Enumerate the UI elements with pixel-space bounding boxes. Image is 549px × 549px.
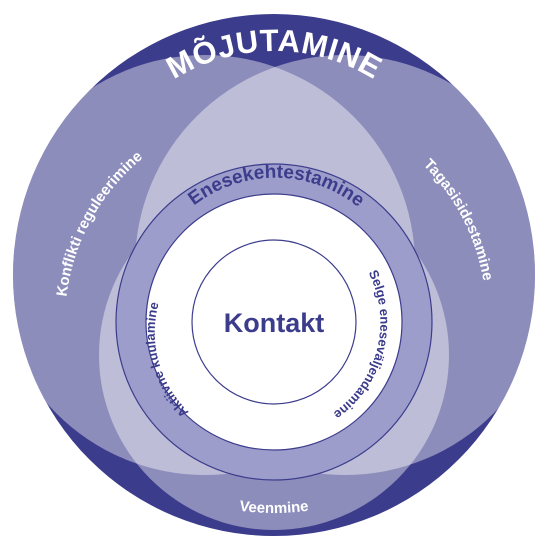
center-label: Kontakt	[224, 308, 325, 338]
bottom-lobe-label: Veenmine	[239, 498, 310, 517]
center-circle	[191, 239, 357, 405]
